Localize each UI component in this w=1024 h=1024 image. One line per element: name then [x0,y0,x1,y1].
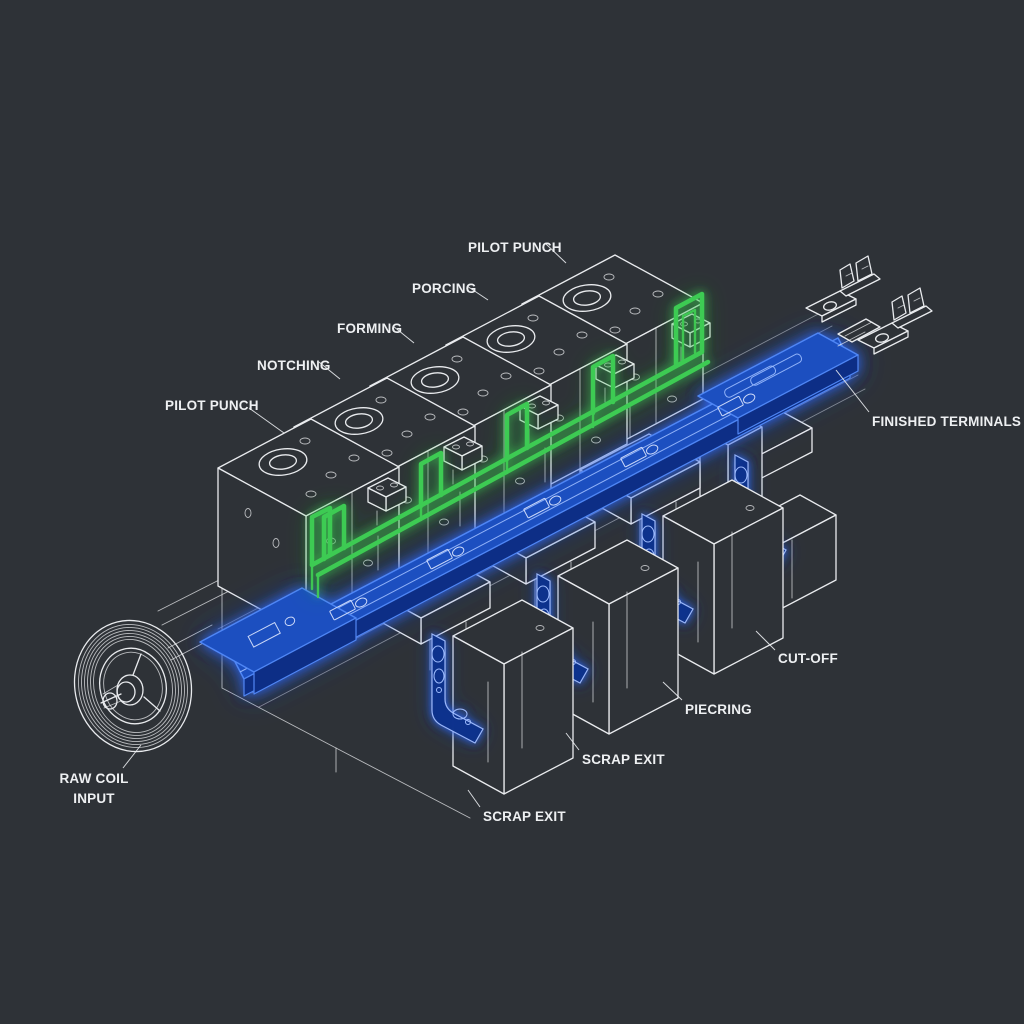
leader-forming [392,325,415,344]
green-transfer-rail [309,291,711,599]
finished-terminal-1 [805,255,881,323]
label-scrap-exit-lower: SCRAP EXIT [483,809,566,824]
label-finished-terminals: FINISHED TERMINALS [872,414,1021,429]
leader-lines [122,243,870,808]
leader-raw-coil-input [122,744,142,769]
label-raw-coil-line2: INPUT [73,791,115,806]
leader-notching [318,361,341,380]
label-notching: NOTCHING [257,358,331,373]
lower-die-stations [370,403,837,794]
strip-tip [837,318,881,343]
leader-finished-terminals [835,369,870,413]
label-cut-off: CUT-OFF [778,651,838,666]
label-piecring: PIECRING [685,702,752,717]
label-porcing: PORCING [412,281,476,296]
leader-piecring [662,681,683,701]
leader-pilot-punch-top [545,243,567,264]
punch-pins [377,403,631,571]
label-scrap-exit-middle: SCRAP EXIT [582,752,665,767]
label-pilot-punch-left: PILOT PUNCH [165,398,259,413]
label-raw-coil-line1: RAW COIL [59,771,128,786]
leader-cut-off [755,630,776,651]
station-labels: PILOT PUNCH PORCING FORMING NOTCHING PIL… [59,240,1021,824]
leader-pilot-punch-left [248,407,285,434]
leader-porcing [466,285,489,301]
finished-terminals [805,255,933,355]
label-pilot-punch-top: PILOT PUNCH [468,240,562,255]
leader-scrap-exit-lower [467,789,481,808]
raw-coil-drawing [73,619,193,753]
blue-carrier-strip [199,332,859,697]
label-forming: FORMING [337,321,402,336]
leader-scrap-exit-middle [565,732,580,751]
